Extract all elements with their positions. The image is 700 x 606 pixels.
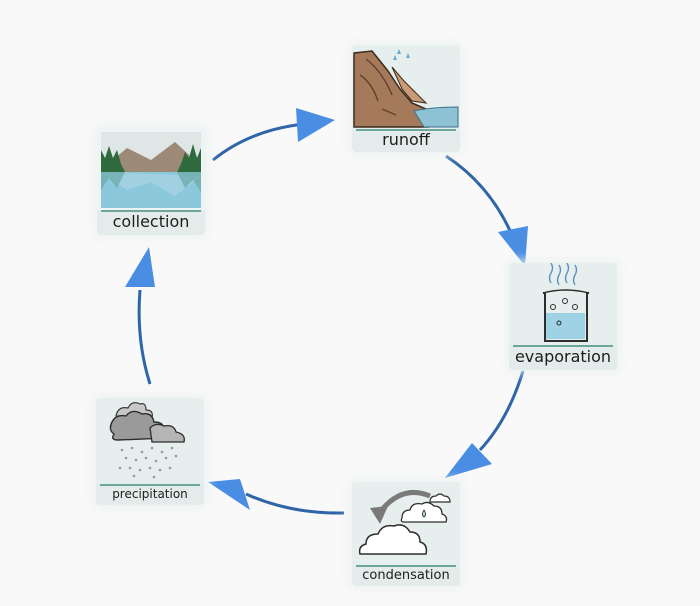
stage-card-condensation: condensation [352, 482, 460, 586]
stage-card-collection: collection [97, 128, 205, 235]
arrowhead-to-evaporation [498, 226, 528, 266]
stage-label-collection: collection [112, 212, 190, 231]
arc-runoff-to-evaporation [445, 154, 514, 236]
arrowhead-to-runoff [296, 108, 335, 142]
arrowhead-to-condensation [445, 443, 492, 478]
stage-label-evaporation: evaporation [514, 347, 612, 366]
lake-mountains-icon [97, 128, 205, 210]
arc-precipitation-to-collection [137, 289, 152, 385]
stage-label-condensation: condensation [362, 568, 450, 583]
stage-card-runoff: runoff [352, 45, 460, 152]
stage-card-evaporation: evaporation [509, 263, 617, 370]
arc-evaporation-to-condensation [478, 370, 525, 452]
arc-condensation-to-precipitation [245, 492, 345, 515]
stage-label-precipitation: precipitation [112, 487, 188, 501]
arrowhead-to-precipitation [208, 479, 250, 510]
rain-cloud-icon [96, 398, 204, 484]
arc-collection-to-runoff [212, 122, 305, 162]
cloud-condensation-icon [352, 482, 460, 566]
beaker-evaporation-icon [509, 263, 617, 347]
runoff-waterfall-icon [352, 45, 460, 131]
stage-label-runoff: runoff [382, 130, 430, 149]
arrowhead-to-collection [125, 247, 155, 287]
stage-card-precipitation: precipitation [96, 398, 204, 505]
